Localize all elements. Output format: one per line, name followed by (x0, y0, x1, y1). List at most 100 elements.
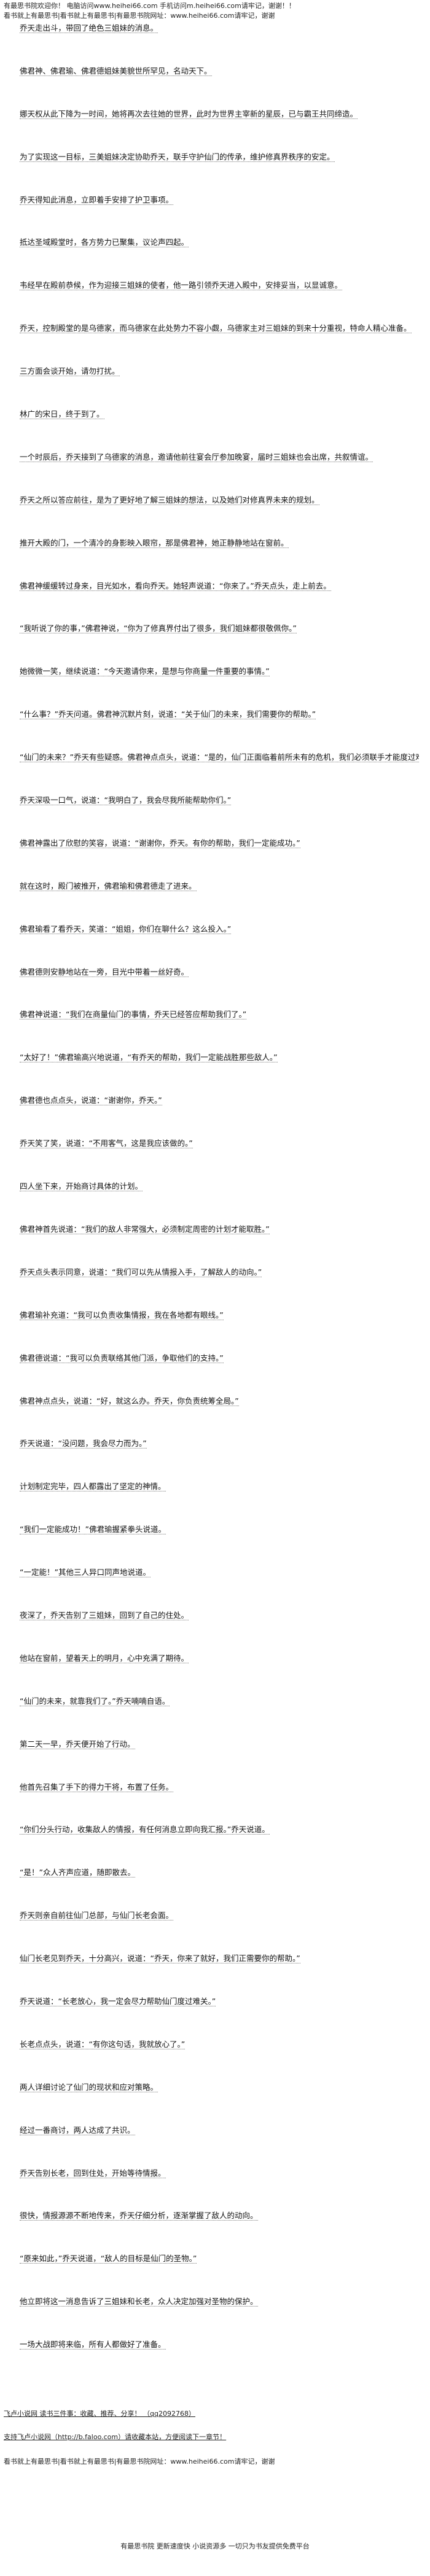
paragraph: 抵达圣域殿堂时，各方势力已聚集，议论声四起。 (20, 236, 419, 249)
paragraph: 佛君德说道：“我可以负责联络其他门派，争取他们的支持。” (20, 1352, 419, 1364)
paragraph: 林广的宋日，终于到了。 (20, 408, 419, 420)
paragraph-text: 夜深了，乔天告别了三姐妹，回到了自己的住处。 (20, 1611, 189, 1620)
paragraph: 三方面会谈开始，请勿打扰。 (20, 365, 419, 377)
paragraph: 他站在窗前，望着天上的明月，心中充满了期待。 (20, 1652, 419, 1665)
paragraph-text: 乔天说道：“长老放心，我一定会尽力帮助仙门度过难关。” (20, 1997, 216, 2006)
paragraph-text: 佛君德说道：“我可以负责联络其他门派，争取他们的支持。” (20, 1353, 224, 1363)
paragraph: 佛君神说道：“我们在商量仙门的事情，乔天已经答应帮助我们了。” (20, 1008, 419, 1021)
paragraph: 就在这时，殿门被推开，佛君瑜和佛君德走了进来。 (20, 880, 419, 892)
paragraph-text: 乔天说道：“没问题，我会尽力而为。” (20, 1439, 147, 1449)
paragraph: 佛君神露出了欣慰的笑容，说道：“谢谢你，乔天。有你的帮助，我们一定能成功。” (20, 837, 419, 849)
paragraph: 乔天说道：“没问题，我会尽力而为。” (20, 1437, 419, 1450)
paragraph: 经过一番商讨，两人达成了共识。 (20, 2124, 419, 2137)
paragraph: 为了实现这一目标，三美姐妹决定协助乔天，联手守护仙门的传承，维护修真界秩序的安定… (20, 151, 419, 163)
paragraph-text: 佛君德也点点头，说道：“谢谢你，乔天。” (20, 1096, 162, 1105)
paragraph-text: 他首先召集了手下的得力干将，布置了任务。 (20, 1782, 174, 1792)
paragraph: 乔天说道：“长老放心，我一定会尽力帮助仙门度过难关。” (20, 1995, 419, 2008)
header-line-1: 有最思书院欢迎你！ 电脑访问www.heihei66.com 手机访问m.hei… (4, 2, 295, 10)
paragraph: 佛君德也点点头，说道：“谢谢你，乔天。” (20, 1094, 419, 1107)
paragraph-text: 乔天点头表示同意，说道：“我们可以先从情报入手，了解敌人的动向。” (20, 1267, 262, 1277)
site-footer: 飞卢小说网 读书三件事：收藏、推荐、分享！ （qq2092768） 支持飞卢小说… (4, 2409, 428, 2467)
paragraph: 乔天点头表示同意，说道：“我们可以先从情报入手，了解敌人的动向。” (20, 1266, 419, 1278)
paragraph-text: 两人详细讨论了仙门的现状和应对策略。 (20, 2083, 158, 2092)
paragraph-text: 他站在窗前，望着天上的明月，心中充满了期待。 (20, 1654, 189, 1663)
paragraph: 乔天，控制殿堂的是乌德家，而乌德家在此处势力不容小觑，乌德家主对三姐妹的到来十分… (20, 322, 419, 335)
paragraph-text: 她微微一笑，继续说道：“今天邀请你来，是想与你商量一件重要的事情。” (20, 667, 270, 676)
paragraph: 乔天则亲自前往仙门总部，与仙门长老会面。 (20, 1909, 419, 1922)
paragraph-text: 娜天权从此下降为一时间，她将再次去往她的世界，此时为世界主宰新的星辰，已与霸王共… (20, 109, 358, 119)
paragraph-text: 佛君神首先说道：“我们的敌人非常强大，必须制定周密的计划才能取胜。” (20, 1224, 270, 1234)
paragraph-text: 韦经早在殿前恭候，作为迎接三姐妹的使者，他一路引领乔天进入殿中，安排妥当，以显诚… (20, 280, 343, 290)
paragraph: 佛君德则安静地站在一旁，目光中带着一丝好奇。 (20, 966, 419, 978)
paragraph: 计划制定完毕，四人都露出了坚定的神情。 (20, 1480, 419, 1493)
paragraph: “我们一定能成功！”佛君瑜握紧拳头说道。 (20, 1523, 419, 1536)
paragraph-text: 佛君瑜看了看乔天，笑道：“姐姐，你们在聊什么？这么投入。” (20, 924, 232, 934)
paragraph-text: 乔天笑了笑，说道：“不用客气，这是我应该做的。” (20, 1139, 193, 1148)
paragraph-text: 抵达圣域殿堂时，各方势力已聚集，议论声四起。 (20, 238, 189, 247)
paragraph: “什么事？”乔天问道。佛君神沉默片刻，说道：“关于仙门的未来，我们需要你的帮助。… (20, 708, 419, 721)
paragraph-text: 推开大殿的门，一个清冷的身影映入眼帘，那是佛君神，她正静静地站在窗前。 (20, 538, 289, 548)
paragraph-text: “什么事？”乔天问道。佛君神沉默片刻，说道：“关于仙门的未来，我们需要你的帮助。… (20, 710, 316, 719)
paragraph: 乔天笑了笑，说道：“不用客气，这是我应该做的。” (20, 1137, 419, 1150)
paragraph: “仙门的未来？”乔天有些疑惑。佛君神点点头，说道：“是的，仙门正面临着前所未有的… (20, 751, 419, 764)
paragraph-text: 计划制定完毕，四人都露出了坚定的神情。 (20, 1482, 166, 1491)
site-header: 有最思书院欢迎你！ 电脑访问www.heihei66.com 手机访问m.hei… (4, 1, 428, 21)
paragraph: 她微微一笑，继续说道：“今天邀请你来，是想与你商量一件重要的事情。” (20, 665, 419, 678)
paragraph-text: 乔天，控制殿堂的是乌德家，而乌德家在此处势力不容小觑，乌德家主对三姐妹的到来十分… (20, 323, 412, 333)
paragraph: 娜天权从此下降为一时间，她将再次去往她的世界，此时为世界主宰新的星辰，已与霸王共… (20, 108, 419, 120)
paragraph: 佛君神首先说道：“我们的敌人非常强大，必须制定周密的计划才能取胜。” (20, 1223, 419, 1236)
paragraph: 仙门长老见到乔天，十分高兴，说道：“乔天，你来了就好，我们正需要你的帮助。” (20, 1952, 419, 1965)
paragraph-text: 经过一番商讨，两人达成了共识。 (20, 2125, 135, 2135)
paragraph-text: 就在这时，殿门被推开，佛君瑜和佛君德走了进来。 (20, 881, 197, 891)
paragraph-text: 很快，情报源源不断地传来，乔天仔细分析，逐渐掌握了敌人的动向。 (20, 2211, 258, 2221)
paragraph-text: 乔天走出斗，带回了绝色三姐妹的消息。 (20, 23, 158, 33)
paragraph: “我听说了你的事，”佛君神说，“你为了修真界付出了很多，我们姐妹都很敬佩你。” (20, 622, 419, 635)
paragraph: 乔天深吸一口气，说道：“我明白了，我会尽我所能帮助你们。” (20, 794, 419, 806)
paragraph: “一定能！”其他三人异口同声地说道。 (20, 1566, 419, 1579)
paragraph-text: “太好了！”佛君瑜高兴地说道，“有乔天的帮助，我们一定能战胜那些敌人。” (20, 1053, 278, 1062)
paragraph-text: “一定能！”其他三人异口同声地说道。 (20, 1568, 150, 1577)
paragraph: 一场大战即将来临，所有人都做好了准备。 (20, 2338, 419, 2351)
paragraph: 四人坐下来，开始商讨具体的计划。 (20, 1180, 419, 1193)
paragraph: “是！”众人齐声应道，随即散去。 (20, 1866, 419, 1879)
site-slogan: 有最思书院 更新速度快 小说资源多 一切只为书友提供免费平台 (120, 2542, 310, 2550)
paragraph-text: “原来如此，”乔天说道，“敌人的目标是仙门的圣物。” (20, 2254, 197, 2264)
paragraph: 他首先召集了手下的得力干将，布置了任务。 (20, 1781, 419, 1793)
paragraph-text: 一场大战即将来临，所有人都做好了准备。 (20, 2340, 166, 2350)
paragraph: 佛君瑜看了看乔天，笑道：“姐姐，你们在聊什么？这么投入。” (20, 923, 419, 935)
paragraph-text: 长老点点头，说道：“有你这句话，我就放心了。” (20, 2040, 186, 2049)
paragraph-text: 乔天告别长老，回到住处，开始等待情报。 (20, 2168, 166, 2178)
paragraph: “你们分头行动，收集敌人的情报，有任何消息立即向我汇报。”乔天说道。 (20, 1824, 419, 1836)
paragraph: “仙门的未来，就靠我们了。”乔天喃喃自语。 (20, 1695, 419, 1708)
footer-line-2[interactable]: 支持飞卢小说网（http://b.faloo.com）请收藏本站，方便阅读下一章… (4, 2433, 227, 2441)
paragraph: “太好了！”佛君瑜高兴地说道，“有乔天的帮助，我们一定能战胜那些敌人。” (20, 1051, 419, 1064)
footer-line-3: 看书就上有最思书|看书就上有最思书|有最思书院网址：www.heihei66.c… (4, 2458, 275, 2466)
paragraph-text: 四人坐下来，开始商讨具体的计划。 (20, 1182, 143, 1191)
paragraph-text: 佛君德则安静地站在一旁，目光中带着一丝好奇。 (20, 967, 189, 977)
paragraph: 他立即将这一消息告诉了三姐妹和长老，众人决定加强对圣物的保护。 (20, 2296, 419, 2308)
paragraph-text: “你们分头行动，收集敌人的情报，有任何消息立即向我汇报。”乔天说道。 (20, 1825, 270, 1835)
paragraph-text: 第二天一早，乔天便开始了行动。 (20, 1739, 135, 1749)
paragraph-text: “我听说了你的事，”佛君神说，“你为了修真界付出了很多，我们姐妹都很敬佩你。” (20, 624, 297, 633)
paragraph-text: 乔天则亲自前往仙门总部，与仙门长老会面。 (20, 1911, 174, 1920)
paragraph: 一个时辰后，乔天接到了乌德家的消息，邀请他前往宴会厅参加晚宴，届时三姐妹也会出席… (20, 451, 419, 463)
paragraph: 夜深了，乔天告别了三姐妹，回到了自己的住处。 (20, 1609, 419, 1622)
paragraph: 推开大殿的门，一个清冷的身影映入眼帘，那是佛君神，她正静静地站在窗前。 (20, 537, 419, 549)
paragraph: 第二天一早，乔天便开始了行动。 (20, 1738, 419, 1750)
paragraph-text: 乔天深吸一口气，说道：“我明白了，我会尽我所能帮助你们。” (20, 795, 232, 805)
paragraph: “原来如此，”乔天说道，“敌人的目标是仙门的圣物。” (20, 2253, 419, 2265)
paragraph: 长老点点头，说道：“有你这句话，我就放心了。” (20, 2038, 419, 2051)
paragraph-text: 佛君瑜补充道：“我可以负责收集情报，我在各地都有眼线。” (20, 1310, 224, 1320)
paragraph-text: 三方面会谈开始，请勿打扰。 (20, 366, 120, 376)
paragraph: 韦经早在殿前恭候，作为迎接三姐妹的使者，他一路引领乔天进入殿中，安排妥当，以显诚… (20, 279, 419, 292)
header-line-2: 看书就上有最思书|看书就上有最思书|有最思书院网址：www.heihei66.c… (4, 12, 275, 20)
footer-line-1[interactable]: 飞卢小说网 读书三件事：收藏、推荐、分享！ （qq2092768） (4, 2410, 195, 2418)
paragraph-text: 一个时辰后，乔天接到了乌德家的消息，邀请他前往宴会厅参加晚宴，届时三姐妹也会出席… (20, 452, 373, 462)
paragraph-text: 佛君神、佛君瑜、佛君德姐妹美貌世所罕见，名动天下。 (20, 66, 212, 76)
paragraph: 佛君瑜补充道：“我可以负责收集情报，我在各地都有眼线。” (20, 1309, 419, 1321)
paragraph: 佛君神、佛君瑜、佛君德姐妹美貌世所罕见，名动天下。 (20, 65, 419, 77)
paragraph-text: “是！”众人齐声应道，随即散去。 (20, 1868, 135, 1878)
paragraph: 两人详细讨论了仙门的现状和应对策略。 (20, 2081, 419, 2094)
paragraph: 乔天告别长老，回到住处，开始等待情报。 (20, 2167, 419, 2180)
